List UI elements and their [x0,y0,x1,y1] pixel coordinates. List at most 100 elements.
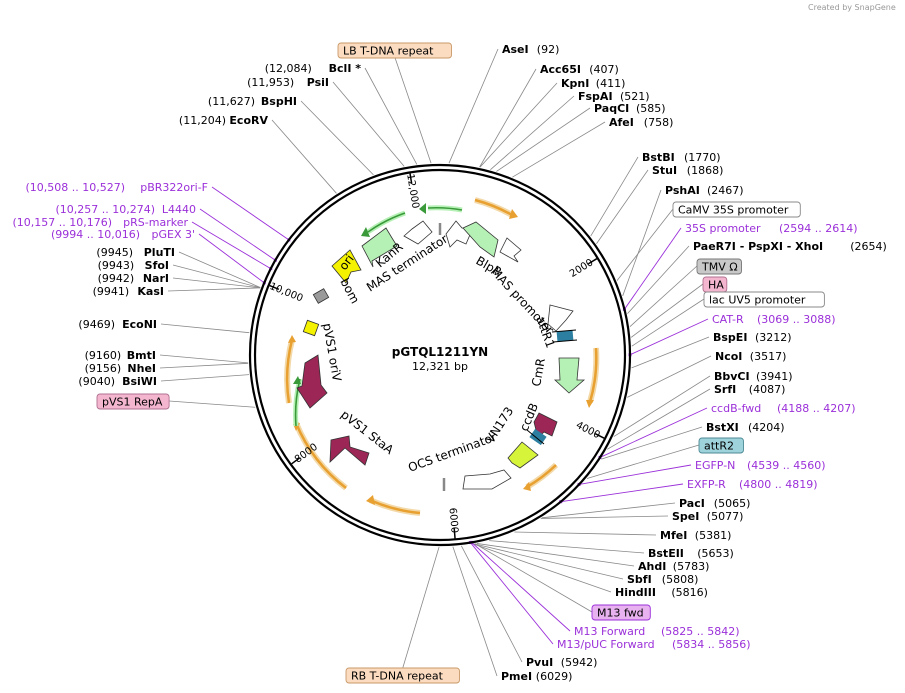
mas-terminator-arrow [403,220,433,245]
feature-box-label: attR2 [704,440,734,453]
leader-line [512,121,606,178]
leader-line [300,100,374,176]
site-name: SpeI [672,510,699,523]
primer-range: (2594 .. 2614) [779,222,858,235]
feature-box-label: M13 fwd [597,607,644,620]
site-position: (5381) [695,529,732,542]
primer-name: pGEX 3' [151,228,195,241]
leader-line [332,81,405,167]
primer-range: (10,157 .. 10,176) [12,216,112,229]
ori-arrow [331,249,362,284]
leader-line [629,265,698,327]
leader-line [490,95,575,171]
tick-mark [453,528,456,539]
leader-line [489,540,645,554]
leader-line [364,67,418,165]
site-pvui: PvuI(5942) [526,656,597,669]
feature-box-label: lac UV5 promoter [709,294,806,307]
site-position: (521) [620,90,650,103]
site-position: (6029) [536,670,573,683]
feature-label-cmr: CmR [529,357,548,387]
site-position: (2654) [850,240,887,253]
leader-line [169,400,256,408]
primer-range: (4800 .. 4819) [739,478,818,491]
feature-box-camv-35s-promoter: CaMV 35S promoter [672,201,801,218]
site-kasi: KasI(9941) [93,285,164,298]
site-position: (12,084) [265,62,312,75]
tick-mark [409,173,413,184]
primer-range: (10,257 .. 10,274) [55,203,155,216]
site-position: (3517) [750,350,787,363]
cmr-arrow [553,357,586,394]
tdna-marks [438,223,446,491]
site-name: AfeI [609,116,634,129]
leader-line [167,287,261,292]
primer-m13-puc-forward: M13/pUC Forward(5834 .. 5856) [557,638,751,651]
pvs1-oriv-box [302,319,320,337]
primer-l4440: L4440 (10,257 .. 10,274) [55,203,196,216]
site-ncoi: NcoI(3517) [715,350,786,363]
feature-box-m13-fwd: M13 fwd [591,604,651,621]
site-name: BstXI [706,421,739,434]
tick-marks [269,173,605,539]
site-position: (9160) [85,349,122,362]
kanr-arrow [361,227,398,268]
primer-leader [470,542,554,645]
leader-line [631,298,705,347]
site-stui: StuI(1868) [652,164,723,177]
site-spei: SpeI(5077) [672,510,743,523]
site-position: (5942) [561,656,598,669]
feature-box [696,258,742,275]
site-name: KpnI [561,77,589,90]
leader-line [596,169,649,244]
site-bstxi: BstXI(4204) [706,421,785,434]
plasmid-name: pGTQL1211YN [392,345,488,359]
leader-line [540,515,669,519]
primer-range: (3069 .. 3088) [757,313,836,326]
site-bsteii: BstEII(5653) [648,547,734,560]
tick-label: 6000 [447,507,460,533]
primer-leader [599,407,708,458]
site-position: (3212) [755,331,792,344]
primer-name: ccdB-fwd [711,402,761,415]
feature-box [591,604,651,621]
primer-name: L4440 [162,203,196,216]
site-bcli: BclI *(12,084) [265,62,362,75]
pvs1-oriv-arrow [296,354,328,409]
site-bsphi: BspHI(11,627) [208,95,297,108]
attr-cassettes [526,329,578,446]
site-kpni: KpnI (411) [561,77,625,90]
site-name: SfoI [145,259,169,272]
site-position: (407) [589,63,619,76]
feature-shapes [296,220,586,490]
primer-leader [199,208,276,261]
site-paer7i-pspxi-xhoi: PaeR7I - PspXI - XhoI(2654) [693,240,887,253]
site-name: SbfI [627,573,652,586]
site-name: BspEI [713,331,747,344]
site-position: (411) [596,77,626,90]
site-psii: PsiI(11,953) [247,76,329,89]
leader-line [541,502,676,519]
leader-line [586,444,700,479]
primer-leader [471,542,571,632]
leader-line [271,119,337,194]
primer-range: (4188 .. 4207) [777,402,856,415]
leader-line [448,48,499,164]
tick-label: 10,000 [268,281,305,304]
leader-line [402,546,440,669]
site-name: PacI [679,497,705,510]
site-econi: EcoNI(9469) [78,318,157,331]
site-name: PsiI [307,76,329,89]
primer-range: (10,508 .. 10,527) [25,181,125,194]
site-mfei: MfeI(5381) [660,529,731,542]
leader-line [627,355,712,398]
site-ahdi: AhdI(5783) [638,560,709,573]
blpr-aux-arrow [445,220,473,248]
site-position: (9942) [98,272,135,285]
green-orf-heads [293,203,426,384]
site-position: (4087) [749,383,786,396]
site-position: (1868) [687,164,724,177]
site-position: (5816) [671,586,708,599]
site-position: (11,204) [179,114,226,127]
site-position: (1770) [684,151,721,164]
